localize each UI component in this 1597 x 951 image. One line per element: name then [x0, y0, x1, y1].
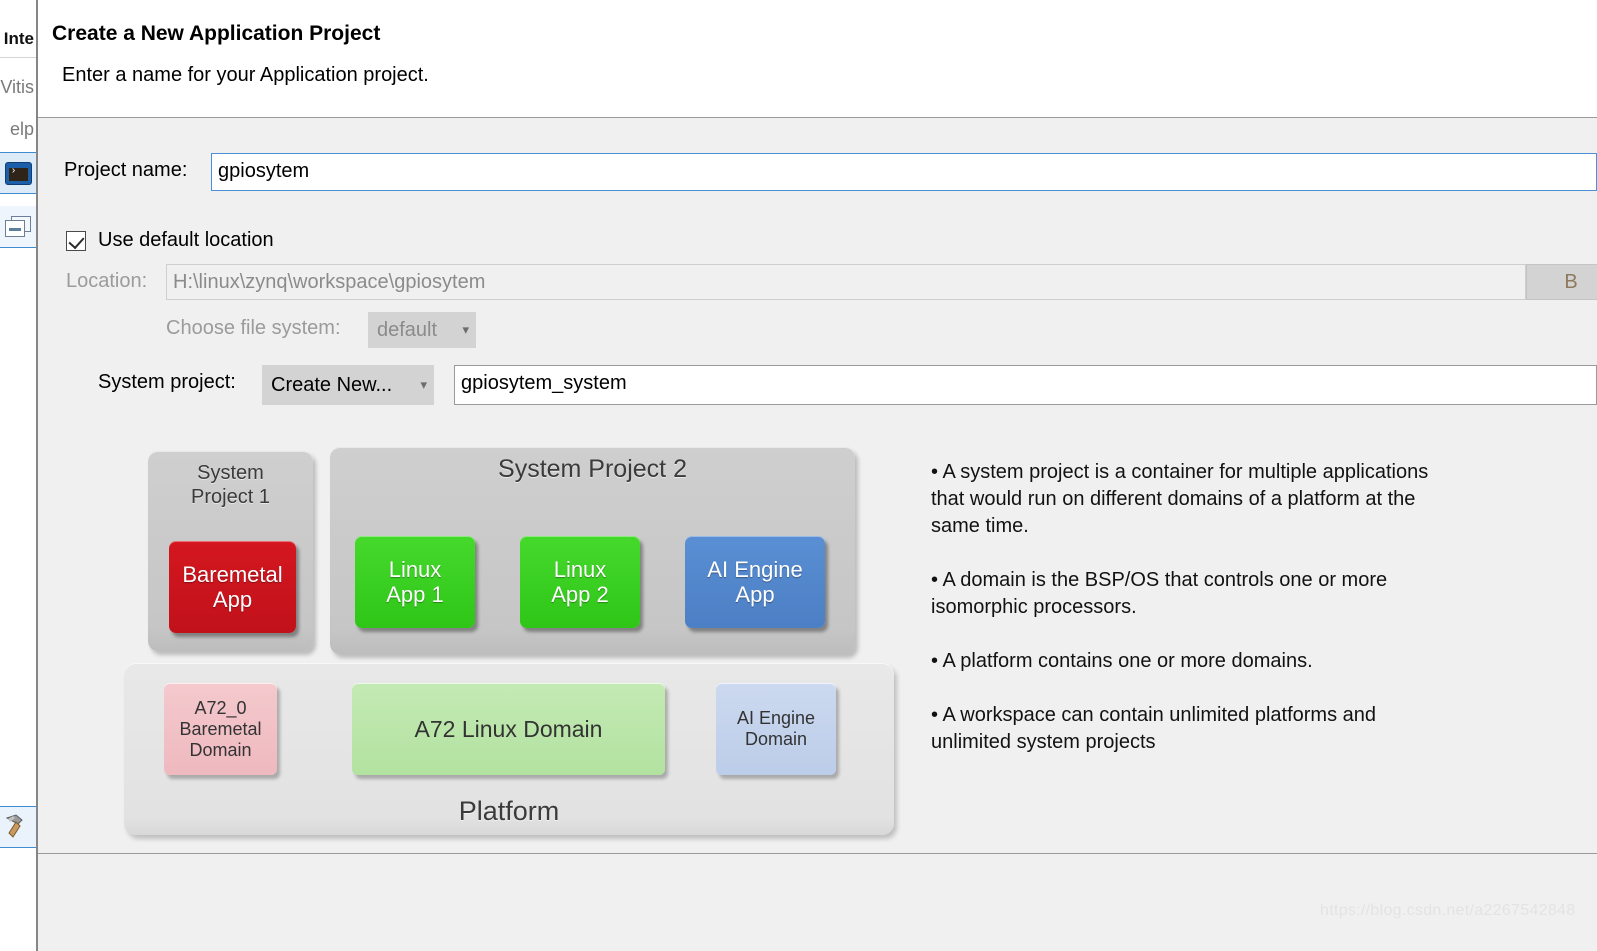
ide-tab-label: Inte	[3, 28, 34, 48]
info-bullet-list: • A system project is a container for mu…	[931, 459, 1451, 756]
system-project-label: System project:	[98, 371, 236, 393]
chevron-down-icon: ▾	[420, 377, 427, 392]
watermark-text: https://blog.csdn.net/a2267542848	[1320, 902, 1576, 919]
bullet-platform: • A platform contains one or more domain…	[931, 650, 1313, 672]
toolbar-button-build[interactable]	[0, 806, 36, 848]
bullet-system-project: • A system project is a container for mu…	[931, 461, 1429, 537]
menu-item-vitis-label: Vitis	[0, 76, 34, 97]
window-icon	[5, 216, 31, 237]
diagram-domain-a72-linux: A72 Linux Domain	[352, 683, 665, 775]
menu-item-help-label: elp	[9, 118, 34, 139]
bullet-workspace: • A workspace can contain unlimited plat…	[931, 704, 1377, 753]
dialog-header: Create a New Application Project Enter a…	[38, 0, 1597, 118]
toolbar-button-window[interactable]	[0, 206, 36, 248]
browse-location-button[interactable]: B	[1526, 264, 1597, 300]
system-project-select[interactable]: Create New... ▾	[262, 365, 434, 405]
checkbox-box[interactable]	[66, 230, 86, 251]
choose-file-system-select[interactable]: default ▾	[368, 312, 476, 348]
dialog-body: Project name: gpiosytem Use default loca…	[38, 119, 1597, 853]
page-subtitle: Enter a name for your Application projec…	[62, 64, 429, 86]
system-project-2-caption: System Project 2	[498, 455, 687, 483]
choose-file-system-label: Choose file system:	[166, 317, 341, 339]
location-input[interactable]: H:\linux\zynq\workspace\gpiosytem	[166, 264, 1526, 300]
ide-dialog-divider	[36, 0, 38, 951]
location-label: Location:	[66, 270, 148, 292]
ide-left-strip: Inte Vitis elp	[0, 0, 36, 951]
choose-file-system-value: default	[377, 318, 438, 341]
project-name-input[interactable]: gpiosytem	[211, 153, 1597, 191]
use-default-location-label: Use default location	[98, 229, 274, 251]
use-default-location-checkbox[interactable]: Use default location	[66, 229, 274, 252]
toolbar-button-terminal[interactable]	[0, 152, 36, 194]
page-title: Create a New Application Project	[52, 22, 381, 45]
system-project-name-input[interactable]: gpiosytem_system	[454, 365, 1597, 405]
hammer-icon	[3, 813, 33, 841]
dialog-footer-separator	[38, 853, 1597, 854]
ide-tab-internal[interactable]: Inte	[0, 20, 36, 58]
platform-caption: Platform	[458, 796, 560, 826]
menu-item-vitis[interactable]: Vitis	[0, 66, 36, 108]
menu-item-help[interactable]: elp	[0, 108, 36, 150]
terminal-icon	[5, 162, 31, 184]
project-name-label: Project name:	[64, 159, 188, 181]
system-project-value: Create New...	[271, 373, 393, 396]
bullet-domain: • A domain is the BSP/OS that controls o…	[931, 569, 1388, 618]
create-application-project-dialog: Create a New Application Project Enter a…	[38, 0, 1597, 951]
chevron-down-icon: ▾	[462, 322, 469, 337]
